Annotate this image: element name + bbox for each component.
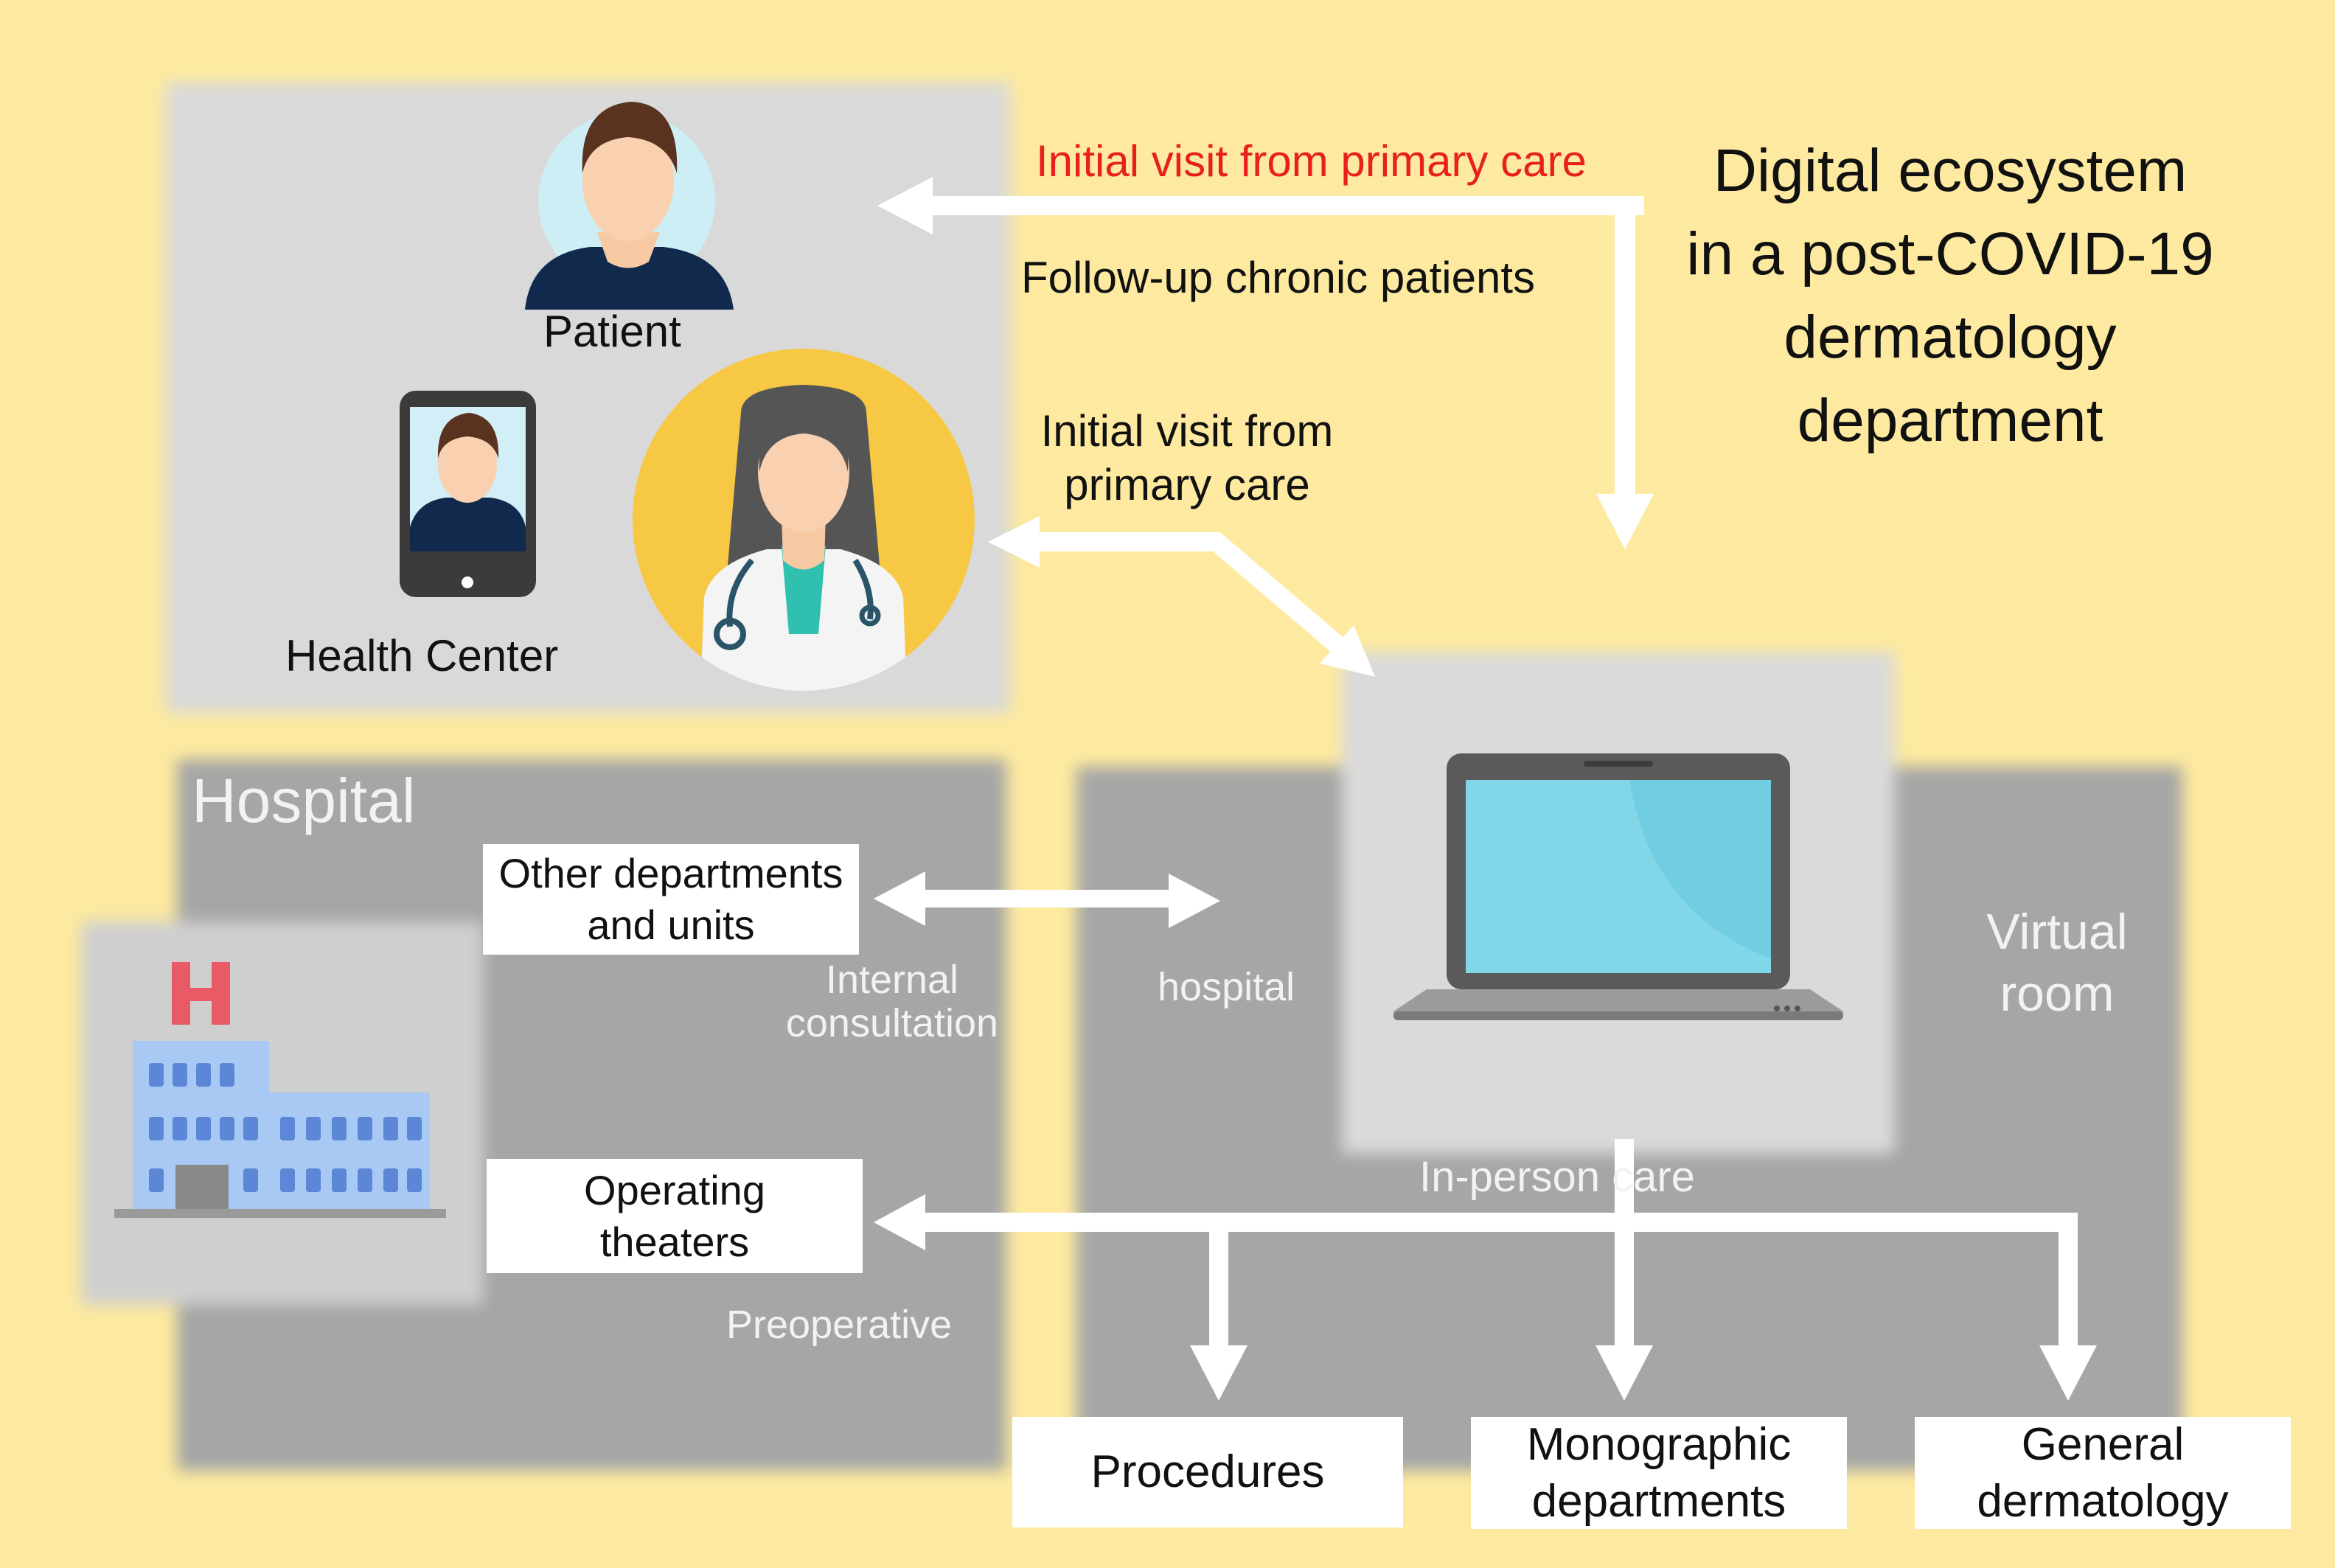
title-line-1: Digital ecosystem <box>1713 137 2188 204</box>
operating-theaters-box: Operating theaters <box>487 1159 863 1273</box>
virtual-room-line-1: Virtual <box>1986 904 2128 960</box>
patient-label: Patient <box>543 307 681 356</box>
laptop-icon <box>1393 753 1843 1020</box>
hospital-building-icon <box>114 962 446 1218</box>
internal-consultation-label: Internal consultation <box>774 958 1010 1046</box>
preoperative-label: Preoperative <box>726 1303 953 1347</box>
initial-visit-mid-label: Initial visit from primary care <box>1003 404 1371 512</box>
general-line-2: dermatology <box>1977 1476 2229 1527</box>
patient-icon <box>525 102 734 310</box>
doctor-icon <box>633 349 975 691</box>
hospital-label: Hospital <box>192 766 416 835</box>
internal-consultation-line-1: Internal <box>825 958 959 1002</box>
procedures-label: Procedures <box>1090 1446 1325 1498</box>
monographic-line-1: Monographic <box>1526 1418 1792 1470</box>
health-center-label: Health Center <box>285 631 559 680</box>
title-line-4: department <box>1797 387 2103 455</box>
general-dermatology-box: General dermatology <box>1915 1417 2291 1529</box>
procedures-box: Procedures <box>1012 1417 1403 1527</box>
monographic-departments-box: Monographic departments <box>1471 1417 1847 1529</box>
general-line-1: General <box>2021 1418 2185 1470</box>
in-person-care-label: In-person care <box>1419 1153 1695 1201</box>
other-departments-box: Other departments and units <box>483 844 859 955</box>
title-line-2: in a post-COVID-19 <box>1686 220 2214 288</box>
hospital-side-label: hospital <box>1158 965 1295 1009</box>
operating-theaters-line-2: theaters <box>599 1218 750 1265</box>
tablet-icon <box>400 391 536 597</box>
virtual-room-label: Virtual room <box>1946 901 2168 1025</box>
initial-visit-mid-line-1: Initial visit from <box>1040 406 1334 456</box>
arrow-initial-visit-mid <box>988 516 1375 677</box>
initial-visit-mid-line-2: primary care <box>1064 460 1310 510</box>
arrow-initial-visit-top <box>877 177 1654 549</box>
arrow-in-person-care <box>874 1139 2097 1401</box>
other-departments-line-1: Other departments <box>498 850 843 896</box>
arrow-internal-consultation <box>874 871 1220 928</box>
diagram-title: Digital ecosystem in a post-COVID-19 der… <box>1644 129 2256 463</box>
virtual-room-line-2: room <box>2000 966 2115 1022</box>
internal-consultation-line-2: consultation <box>785 1001 999 1046</box>
operating-theaters-line-1: Operating <box>584 1166 765 1213</box>
title-line-3: dermatology <box>1784 304 2117 372</box>
other-departments-line-2: and units <box>587 902 755 948</box>
follow-up-label: Follow-up chronic patients <box>1021 253 1536 302</box>
initial-visit-top-label: Initial visit from primary care <box>1036 136 1587 186</box>
monographic-line-2: departments <box>1531 1476 1786 1527</box>
